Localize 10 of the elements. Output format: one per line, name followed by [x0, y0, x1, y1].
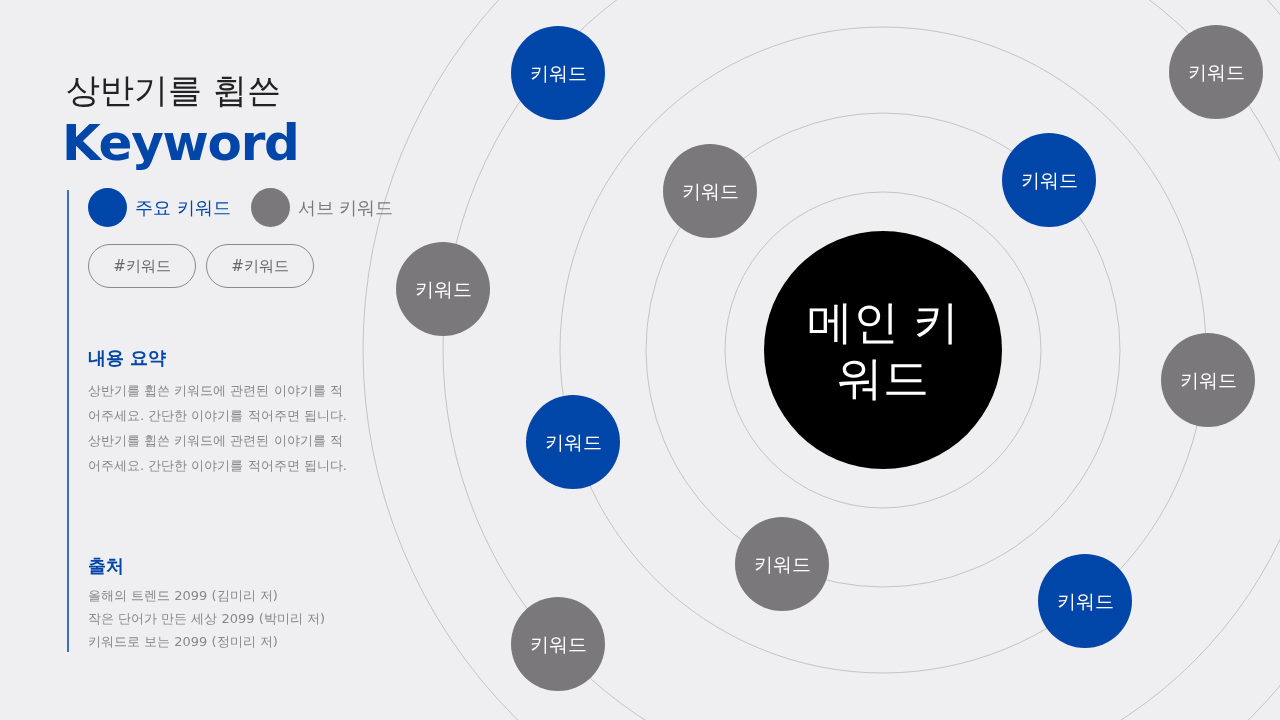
title: 상반기를 휩쓴	[66, 69, 281, 112]
legend-label: 서브 키워드	[297, 196, 394, 220]
section-heading: 출처	[88, 554, 124, 578]
source-line: 올해의 트렌드 2099 (김미리 저)	[88, 587, 279, 605]
heading: Keyword	[62, 113, 299, 174]
legend-label: 주요 키워드	[135, 196, 231, 220]
source-line: 키워드로 보는 2099 (정미리 저)	[88, 633, 279, 651]
section-heading: 내용 요약	[88, 346, 167, 370]
source-line: 작은 단어가 만든 세상 2099 (박미리 저)	[88, 610, 326, 628]
summary-paragraph: 상반기를 휩쓴 키워드에 관련된 이야기를 적어주세요. 간단한 이야기를 적어주면 됩니다. 상반기를 휩쓴 키워드에 관련된 이야기를 적어주세요. 간단한 이야기를 적어주면 됩니다.	[88, 382, 348, 475]
